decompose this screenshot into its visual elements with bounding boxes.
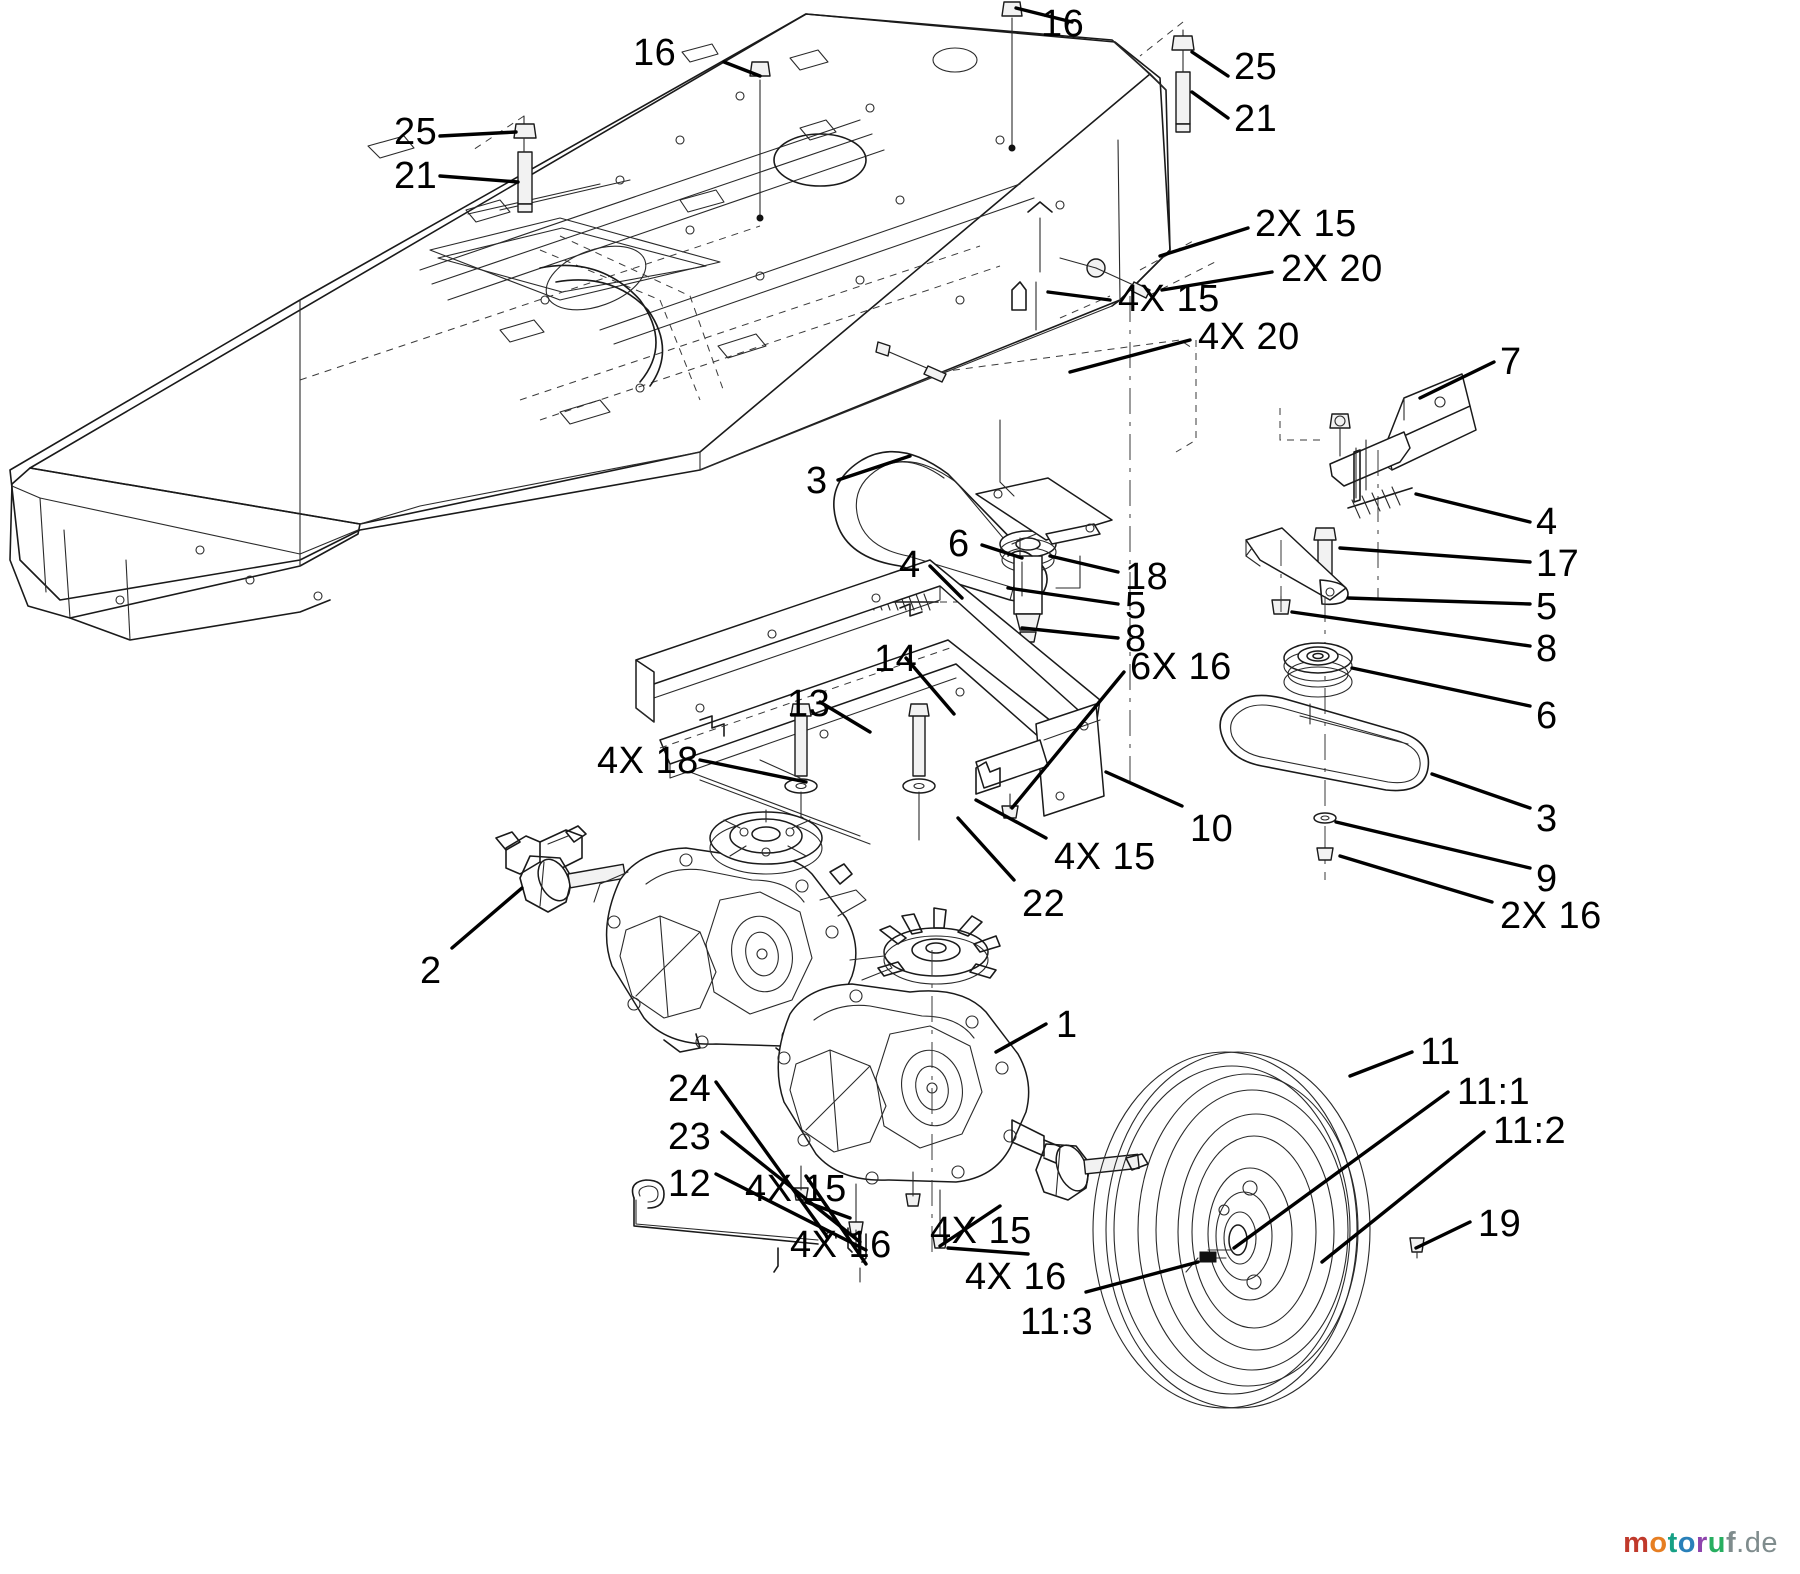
- callout-c4x18: 4X 18: [597, 740, 699, 782]
- callout-c6b: 6: [1536, 695, 1558, 737]
- callout-c4x15b: 4X 15: [1054, 836, 1156, 878]
- watermark-motoruf: motoruf.de: [1623, 1527, 1778, 1560]
- callout-c6x16: 6X 16: [1130, 646, 1232, 688]
- callout-c11_2: 11:2: [1493, 1110, 1567, 1152]
- transaxle-support-frame: [635, 559, 1105, 845]
- callout-c5a: 5: [1125, 585, 1147, 627]
- callout-c3b: 3: [1536, 798, 1558, 840]
- watermark-letter: o: [1649, 1527, 1668, 1559]
- transaxle-right: [777, 907, 1149, 1260]
- callout-c25b: 25: [394, 111, 438, 153]
- callout-c4a: 4: [1536, 501, 1558, 543]
- callout-c23: 23: [668, 1116, 712, 1158]
- callout-c3a: 3: [806, 460, 828, 502]
- callout-c16a: 16: [1041, 3, 1085, 45]
- callout-c2: 2: [420, 950, 442, 992]
- callout-c10: 10: [1190, 808, 1234, 850]
- callout-c21a: 21: [1234, 98, 1278, 140]
- callout-c19: 19: [1478, 1203, 1522, 1245]
- callout-c4x16a: 4X 16: [790, 1224, 892, 1266]
- callout-c13: 13: [787, 683, 831, 725]
- watermark-letter: f: [1726, 1527, 1737, 1559]
- watermark-letter: o: [1677, 1527, 1696, 1559]
- watermark-letter: m: [1623, 1527, 1650, 1559]
- callout-c11_3: 11:3: [1020, 1301, 1094, 1343]
- transaxle-left: [495, 809, 893, 1061]
- callout-c5b: 5: [1536, 586, 1558, 628]
- center-idler-assembly: [854, 419, 1113, 643]
- callout-c4x20: 4X 20: [1198, 316, 1300, 358]
- callout-c9: 9: [1536, 858, 1558, 900]
- callout-c1: 1: [1056, 1004, 1078, 1046]
- callout-c18a: 18: [1125, 556, 1169, 598]
- callout-c4b: 4: [899, 544, 921, 586]
- callout-c4x15d: 4X 15: [930, 1210, 1032, 1252]
- main-frame-body: [9, 13, 1171, 641]
- callout-c25a: 25: [1234, 46, 1278, 88]
- callout-c8b: 8: [1536, 628, 1558, 670]
- watermark-domain-suffix: .de: [1736, 1527, 1778, 1559]
- callout-c4x16b: 4X 16: [965, 1256, 1067, 1298]
- callout-c17: 17: [1536, 543, 1580, 585]
- callout-c2x20: 2X 20: [1281, 248, 1383, 290]
- belt-guard-bracket: [1279, 373, 1477, 600]
- callout-c11_1: 11:1: [1457, 1071, 1531, 1113]
- callout-c8a: 8: [1125, 618, 1147, 660]
- callout-c14: 14: [874, 638, 918, 680]
- callout-c4x15a: 4X 15: [1118, 278, 1220, 320]
- callout-c11: 11: [1420, 1031, 1461, 1073]
- callout-c4x15c: 4X 15: [745, 1168, 847, 1210]
- watermark-letter: r: [1695, 1527, 1708, 1559]
- leader-lines: [438, 6, 1532, 1294]
- watermark-letter: u: [1707, 1527, 1726, 1559]
- callout-c24: 24: [668, 1068, 712, 1110]
- top-fasteners: [469, 1, 1195, 222]
- callout-c16b: 16: [633, 32, 677, 74]
- right-idler-assembly: [1219, 486, 1430, 880]
- callout-c21b: 21: [394, 155, 438, 197]
- cooling-fan: [877, 907, 1001, 985]
- wheel-assembly: [1092, 1051, 1425, 1409]
- watermark-letter: t: [1667, 1527, 1678, 1559]
- callout-c2x16: 2X 16: [1500, 895, 1602, 937]
- callout-c12: 12: [668, 1163, 712, 1205]
- callout-c22: 22: [1022, 883, 1066, 925]
- callout-c7: 7: [1500, 341, 1522, 383]
- callout-c6a: 6: [948, 523, 970, 565]
- callout-c2x15: 2X 15: [1255, 203, 1357, 245]
